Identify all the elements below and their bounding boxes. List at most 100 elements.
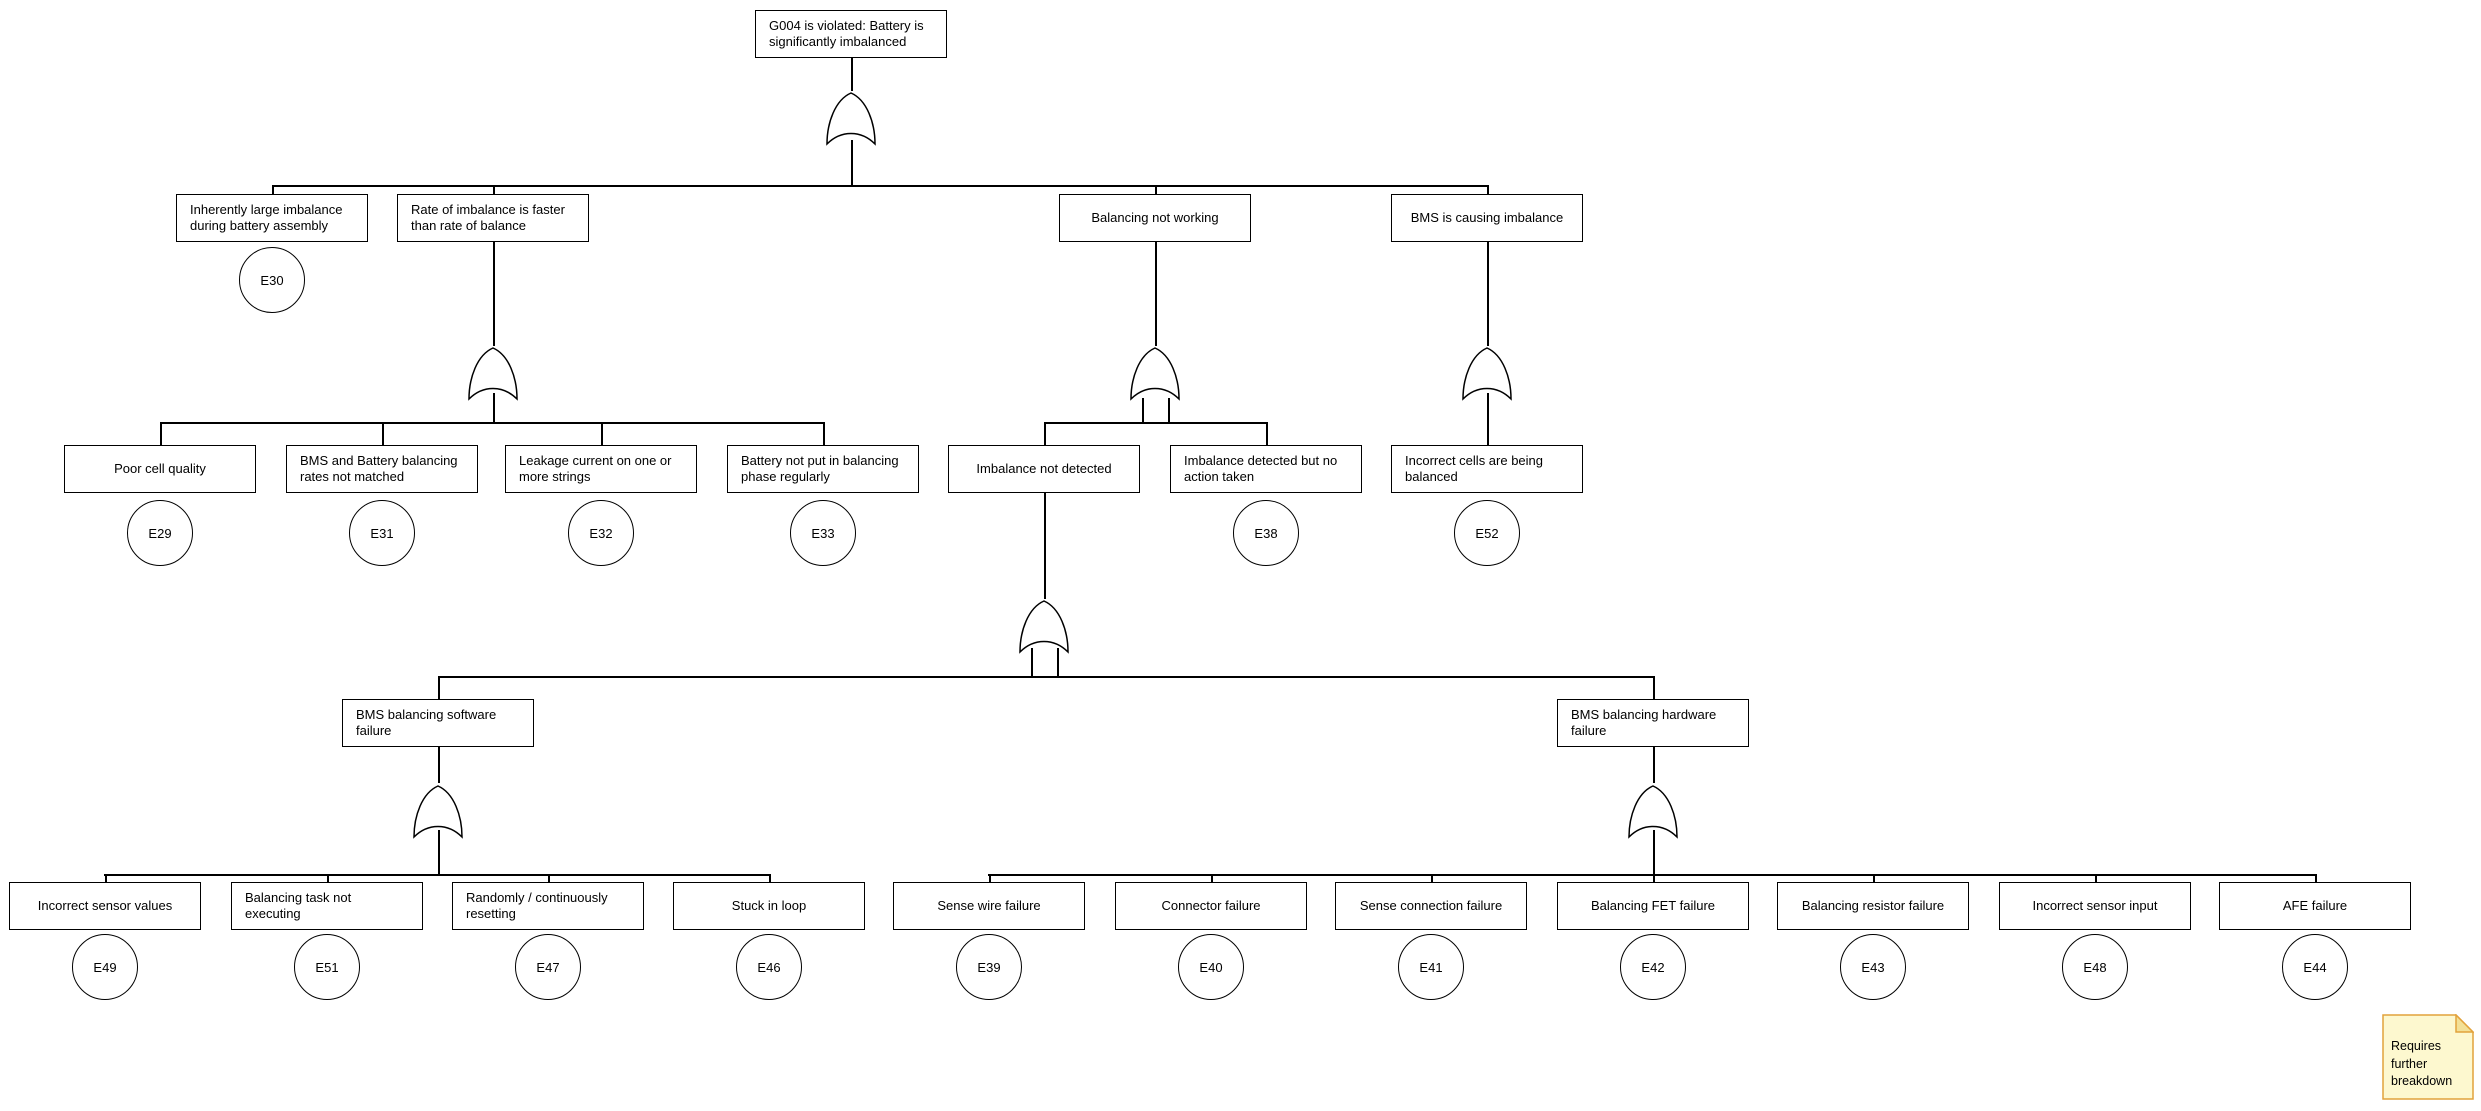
event-code: E32 [589,525,613,541]
event-code: E46 [757,959,781,975]
basic-event-e49[interactable]: E49 [72,934,138,1000]
connector-line [438,747,440,783]
connector-line [851,140,853,186]
node-label: AFE failure [2282,897,2348,913]
node-connector-failure[interactable]: Connector failure [1115,882,1307,930]
node-label: Incorrect cells are being balanced [1405,452,1544,484]
node-leakage-current[interactable]: Leakage current on one or more strings [505,445,697,493]
basic-event-e43[interactable]: E43 [1840,934,1906,1000]
node-no-action-taken[interactable]: Imbalance detected but no action taken [1170,445,1362,493]
connector-line [1487,393,1489,445]
connector-line [1431,874,1433,882]
connector-line [989,874,991,882]
connector-line [1487,242,1489,346]
connector-line [327,874,329,882]
connector-line [1155,242,1157,346]
event-code: E39 [977,959,1001,975]
node-balancing-rates-not-matched[interactable]: BMS and Battery balancing rates not matc… [286,445,478,493]
connector-line [1155,185,1157,194]
node-label: Rate of imbalance is faster than rate of… [411,201,565,233]
node-balancing-fet-failure[interactable]: Balancing FET failure [1557,882,1749,930]
or-gate-icon[interactable] [1017,598,1071,654]
event-code: E52 [1475,525,1499,541]
basic-event-e51[interactable]: E51 [294,934,360,1000]
node-stuck-in-loop[interactable]: Stuck in loop [673,882,865,930]
node-not-in-balancing-phase[interactable]: Battery not put in balancing phase regul… [727,445,919,493]
node-label: Poor cell quality [114,460,206,476]
connector-line [160,422,162,445]
basic-event-e31[interactable]: E31 [349,500,415,566]
connector-line [382,422,384,445]
node-random-resetting[interactable]: Randomly / continuously resetting [452,882,644,930]
sticky-note-text: Requires further breakdown [2391,1039,2453,1088]
or-gate-icon[interactable] [466,345,520,401]
connector-line [851,58,853,91]
node-label: Imbalance not detected [976,460,1112,476]
connector-line [601,422,603,445]
event-code: E48 [2083,959,2107,975]
or-gate-icon[interactable] [411,783,465,839]
connector-line [1044,422,1046,445]
connector-line [1142,398,1144,423]
basic-event-e30[interactable]: E30 [239,247,305,313]
basic-event-e41[interactable]: E41 [1398,934,1464,1000]
event-code: E31 [370,525,394,541]
or-gate-icon[interactable] [1128,345,1182,401]
connector-line [1168,398,1170,423]
connector-line [1211,874,1213,882]
node-afe-failure[interactable]: AFE failure [2219,882,2411,930]
connector-line [1653,830,1655,875]
node-label: BMS and Battery balancing rates not matc… [300,452,458,484]
connector-line [272,185,274,194]
connector-line [493,242,495,346]
or-gate-icon[interactable] [1626,783,1680,839]
basic-event-e42[interactable]: E42 [1620,934,1686,1000]
basic-event-e39[interactable]: E39 [956,934,1022,1000]
node-sense-wire-failure[interactable]: Sense wire failure [893,882,1085,930]
or-gate-icon[interactable] [1460,345,1514,401]
basic-event-e32[interactable]: E32 [568,500,634,566]
connector-line [2315,874,2317,882]
node-balancing-resistor-failure[interactable]: Balancing resistor failure [1777,882,1969,930]
node-imbalance-not-detected[interactable]: Imbalance not detected [948,445,1140,493]
event-code: E51 [315,959,339,975]
node-inherent-imbalance[interactable]: Inherently large imbalance during batter… [176,194,368,242]
node-hardware-failure[interactable]: BMS balancing hardware failure [1557,699,1749,747]
basic-event-e44[interactable]: E44 [2282,934,2348,1000]
basic-event-e40[interactable]: E40 [1178,934,1244,1000]
basic-event-e38[interactable]: E38 [1233,500,1299,566]
node-rate-of-imbalance[interactable]: Rate of imbalance is faster than rate of… [397,194,589,242]
node-incorrect-sensor-input[interactable]: Incorrect sensor input [1999,882,2191,930]
basic-event-e48[interactable]: E48 [2062,934,2128,1000]
connector-line [1653,676,1655,699]
node-incorrect-cells-balanced[interactable]: Incorrect cells are being balanced [1391,445,1583,493]
node-poor-cell-quality[interactable]: Poor cell quality [64,445,256,493]
node-label: Balancing not working [1091,209,1219,225]
basic-event-e33[interactable]: E33 [790,500,856,566]
node-bms-causing-imbalance[interactable]: BMS is causing imbalance [1391,194,1583,242]
connector-line [1044,493,1046,599]
connector-line [104,874,770,876]
node-sense-connection-failure[interactable]: Sense connection failure [1335,882,1527,930]
basic-event-e29[interactable]: E29 [127,500,193,566]
event-code: E33 [811,525,835,541]
sticky-note[interactable]: Requires further breakdown [2382,1013,2475,1100]
event-code: E43 [1861,959,1885,975]
connector-line [493,185,495,194]
node-balancing-not-working[interactable]: Balancing not working [1059,194,1251,242]
node-label: Balancing task not executing [245,889,352,921]
basic-event-e52[interactable]: E52 [1454,500,1520,566]
or-gate-icon[interactable] [824,90,878,146]
connector-line [769,874,771,882]
connector-line [1044,422,1267,424]
node-incorrect-sensor-values[interactable]: Incorrect sensor values [9,882,201,930]
node-label: BMS balancing software failure [356,706,497,738]
connector-line [1057,648,1059,677]
basic-event-e46[interactable]: E46 [736,934,802,1000]
node-label: BMS balancing hardware failure [1571,706,1717,738]
basic-event-e47[interactable]: E47 [515,934,581,1000]
node-top-event-g004[interactable]: G004 is violated: Battery is significant… [755,10,947,58]
node-task-not-executing[interactable]: Balancing task not executing [231,882,423,930]
node-software-failure[interactable]: BMS balancing software failure [342,699,534,747]
